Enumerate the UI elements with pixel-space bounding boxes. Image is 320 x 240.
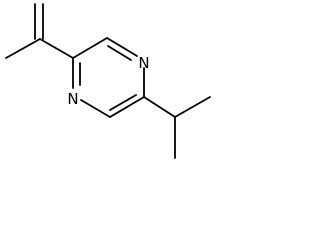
bond-isopropyl-methyl-right [174,96,211,118]
ring-bond-c5-c6 [109,96,145,118]
bond-ring-to-isopropenyl [39,38,74,59]
nitrogen-atom-label-top: N [138,54,149,72]
bond-isopropenyl-methyl [5,38,41,59]
molecule-structure: N N [5,3,211,159]
ring-double-bond-inner-c1-n4 [107,45,132,61]
ring-bond-c2-c1 [72,37,108,59]
ring-double-bond-inner-c5-c6 [109,94,137,111]
ring-bond-c6-n1 [80,99,111,118]
ring-bond-c1-n4 [106,37,138,57]
bond-ring-to-isopropyl [143,96,176,118]
nitrogen-atom-label-bottom: N [67,90,78,108]
